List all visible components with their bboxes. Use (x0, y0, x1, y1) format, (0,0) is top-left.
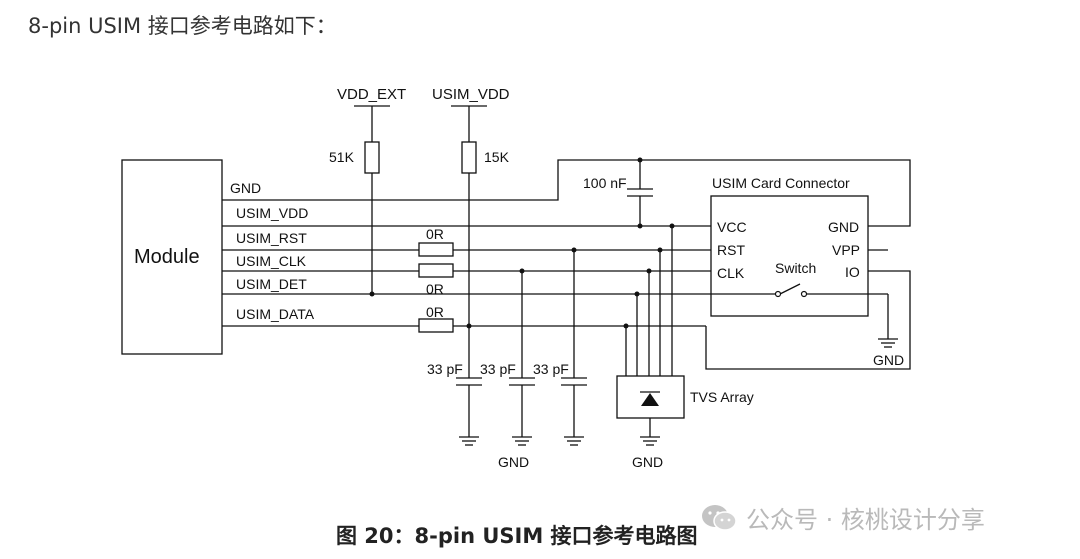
pin-usim-rst-label: USIM_RST (236, 230, 307, 246)
connector-title: USIM Card Connector (712, 175, 850, 191)
resistor-data-label: 0R (426, 304, 444, 320)
connector-box (710, 195, 869, 317)
pullup-resistor-51k (364, 141, 380, 174)
capacitor-33pf-3-label: 33 pF (533, 361, 569, 377)
intro-text: 8-pin USIM 接口参考电路如下： (28, 14, 337, 38)
capacitor-33pf-2-label: 33 pF (480, 361, 516, 377)
connector-rst-label: RST (717, 242, 745, 258)
connector-vcc-label: VCC (717, 219, 747, 235)
module-box (121, 159, 223, 355)
pin-usim-data-label: USIM_DATA (236, 306, 315, 322)
figure-caption: 图 20：8-pin USIM 接口参考电路图 (336, 524, 698, 548)
resistor-rst-label: 0R (426, 226, 444, 242)
pullup-51k-label: 51K (329, 149, 355, 165)
vdd-ext-label: VDD_EXT (337, 86, 406, 103)
watermark: 公众号 · 核桃设计分享 (700, 500, 985, 535)
capacitor-100nf-label: 100 nF (583, 175, 627, 191)
pullup-resistor-15k (461, 141, 477, 174)
capacitor-33pf-1-label: 33 pF (427, 361, 463, 377)
pin-usim-clk-label: USIM_CLK (236, 253, 307, 269)
gnd-caps-label: GND (498, 454, 529, 470)
resistor-0r-data (418, 318, 454, 333)
connector-gnd-label: GND (828, 219, 859, 235)
pin-usim-vdd-label: USIM_VDD (236, 205, 308, 221)
connector-switch-label: Switch (775, 260, 816, 276)
wechat-icon (702, 504, 737, 531)
resistor-0r-clk (418, 263, 454, 278)
module-label: Module (134, 246, 200, 268)
tvs-array-label: TVS Array (690, 389, 754, 405)
pin-gnd-label: GND (230, 180, 261, 196)
usim-vdd-supply-label: USIM_VDD (432, 86, 510, 103)
pullup-15k-label: 15K (484, 149, 510, 165)
pin-usim-det-label: USIM_DET (236, 276, 307, 292)
resistor-clk-label: 0R (426, 281, 444, 297)
gnd-right-label: GND (873, 352, 904, 368)
connector-clk-label: CLK (717, 265, 745, 281)
gnd-tvs-label: GND (632, 454, 663, 470)
tvs-diode-icon (641, 393, 659, 406)
watermark-text: 公众号 · 核桃设计分享 (746, 506, 985, 534)
connector-io-label: IO (845, 264, 860, 280)
connector-vpp-label: VPP (832, 242, 860, 258)
resistor-0r-rst (418, 242, 454, 257)
